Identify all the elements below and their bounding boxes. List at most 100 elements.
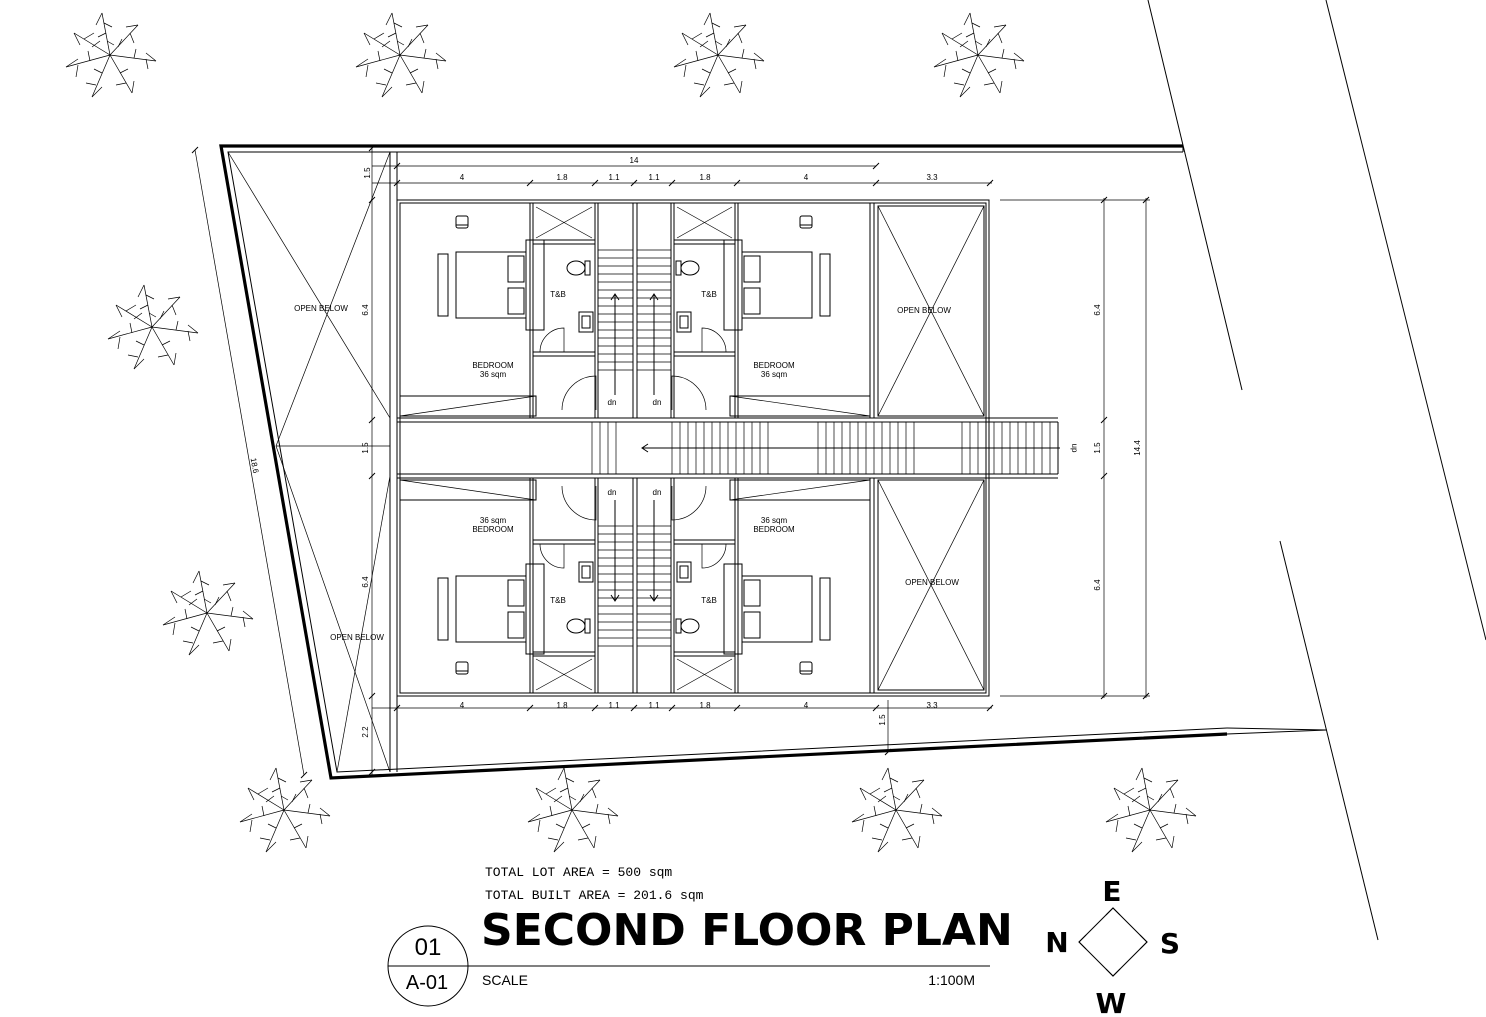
dim-right-overall: 14.4 (1133, 440, 1142, 456)
bedroom-area: 36 sqm (480, 370, 507, 379)
toilet-icon (675, 618, 700, 634)
tree-icon (107, 284, 199, 370)
down-label: dn (608, 398, 617, 407)
dim-left-lower: 6.4 (361, 576, 370, 588)
toilet-icon (566, 260, 591, 276)
dim-right-corridor: 1.5 (1093, 442, 1102, 454)
tree-icon (851, 767, 943, 853)
room-labels: BEDROOM 36 sqm BEDROOM 36 sqm 36 sqm BED… (294, 290, 1079, 642)
dim-bottom: 1.1 (648, 701, 660, 710)
dim-bottom: 1.8 (556, 701, 568, 710)
toilet-bath-label: T&B (701, 596, 717, 605)
dim-top: 1.8 (699, 173, 711, 182)
dimension-tick (872, 704, 880, 712)
dimension-lines (191, 144, 1150, 779)
dimension-tick (1142, 196, 1150, 204)
title-block: 01 A-01 SECOND FLOOR PLAN SCALE 1:100M (387, 905, 1013, 1007)
dim-top: 4 (804, 173, 809, 182)
dim-bottom: 3.3 (926, 701, 938, 710)
dim-top: 1.1 (608, 173, 620, 182)
up-label: up (1070, 444, 1079, 453)
dimension-tick (1142, 692, 1150, 700)
tree-icon (239, 767, 331, 853)
dimension-tick (393, 704, 401, 712)
chair-icon (455, 215, 469, 229)
open-below-right (877, 205, 985, 691)
dimension-tick (884, 748, 892, 756)
tree-icon (673, 12, 765, 98)
total-lot-area: TOTAL LOT AREA = 500 sqm (485, 865, 672, 880)
dimension-tick (393, 162, 401, 170)
scale-value: 1:100M (928, 972, 975, 988)
dim-left-bottom: 2.2 (361, 726, 370, 738)
sink-icon (676, 311, 692, 333)
dim-bottom: 1.8 (699, 701, 711, 710)
chair-icon (455, 661, 469, 675)
dimension-tick (191, 146, 199, 154)
bedroom-label: BEDROOM (753, 361, 795, 370)
sheet-number: A-01 (406, 972, 448, 994)
dimension-tick (1100, 196, 1108, 204)
dim-right-upper: 6.4 (1093, 304, 1102, 316)
dimension-tick (393, 179, 401, 187)
dimension-tick (872, 162, 880, 170)
dimension-tick (986, 179, 994, 187)
down-label: dn (653, 398, 662, 407)
bed-icon (437, 563, 545, 655)
bed-icon (437, 239, 545, 331)
toilet-bath-label: T&B (550, 290, 566, 299)
page-title: SECOND FLOOR PLAN (481, 905, 1013, 956)
dimension-tick (526, 704, 534, 712)
dimension-tick (668, 179, 676, 187)
compass-north: N (1045, 926, 1068, 959)
dimension-tick (368, 196, 376, 204)
sink-icon (676, 561, 692, 583)
dimension-tick (872, 179, 880, 187)
dimension-tick (733, 704, 741, 712)
tree-icon (1105, 767, 1197, 853)
lot-boundary (194, 144, 1328, 780)
road-lines (1147, 0, 1486, 941)
chair-icon (799, 215, 813, 229)
bed-icon (723, 563, 831, 655)
open-below-label: OPEN BELOW (905, 578, 959, 587)
compass-east: E (1102, 875, 1121, 908)
dimension-tick (368, 144, 376, 152)
bedroom-area: 36 sqm (480, 516, 507, 525)
drawing-number: 01 (415, 934, 442, 961)
toilet-bath-label: T&B (701, 290, 717, 299)
dimension-tick (630, 179, 638, 187)
dimension-tick (1100, 472, 1108, 480)
open-below-label: OPEN BELOW (897, 306, 951, 315)
compass-west: W (1096, 987, 1127, 1017)
down-label: dn (653, 488, 662, 497)
dimension-tick (368, 692, 376, 700)
toilet-bath-label: T&B (550, 596, 566, 605)
tree-icon (355, 12, 447, 98)
compass-south: S (1160, 927, 1180, 960)
bedroom-label: BEDROOM (753, 525, 795, 534)
dimension-tick (368, 768, 376, 776)
dim-overall-width: 14 (630, 156, 639, 165)
tree-icon (527, 767, 619, 853)
compass-icon: E N S W (1045, 875, 1180, 1017)
bedroom-label: BEDROOM (472, 525, 514, 534)
tree-icon (162, 570, 254, 656)
dim-bottom: 1.1 (608, 701, 620, 710)
dim-top: 4 (460, 173, 465, 182)
dimension-tick (1100, 416, 1108, 424)
dimension-tick (986, 704, 994, 712)
dimension-tick (591, 179, 599, 187)
dim-left-upper: 6.4 (361, 304, 370, 316)
building-outline (396, 199, 1058, 697)
down-label: dn (608, 488, 617, 497)
scale-label: SCALE (482, 972, 528, 988)
bedroom-area: 36 sqm (761, 516, 788, 525)
dimension-tick (733, 179, 741, 187)
total-built-area: TOTAL BUILT AREA = 201.6 sqm (485, 888, 704, 903)
dimension-tick (630, 704, 638, 712)
open-below-label: OPEN BELOW (330, 633, 384, 642)
open-below-label: OPEN BELOW (294, 304, 348, 313)
stair-arrows (610, 293, 1060, 602)
